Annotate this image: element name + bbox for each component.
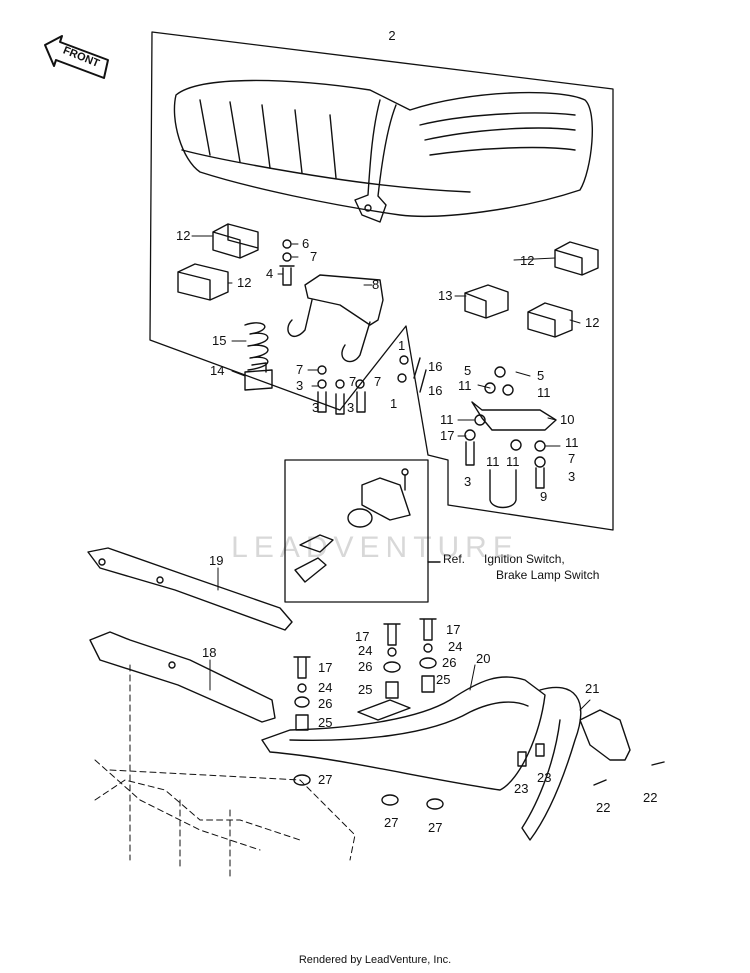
callout: 17	[440, 428, 454, 443]
spring-parts	[244, 322, 273, 391]
callout: 18	[202, 645, 216, 660]
callout: 11	[486, 454, 500, 469]
callout: 7	[349, 374, 356, 389]
callout: 27	[384, 815, 398, 830]
callout: 6	[302, 236, 309, 251]
callout: 4	[266, 266, 273, 281]
callout: 15	[212, 333, 226, 348]
callout: 24	[358, 643, 372, 658]
callout: 7	[568, 451, 575, 466]
callout: 7	[374, 374, 381, 389]
callout-numbers: 2 12 6 7 4 12 8 12 13 12 15 14 7 3 3 7 3…	[176, 28, 657, 835]
footer-credit: Rendered by LeadVenture, Inc.	[298, 954, 452, 966]
callout: 11	[440, 412, 454, 427]
watermark: LEADVENTURE	[231, 531, 519, 564]
callout: 17	[355, 629, 369, 644]
callout: 22	[643, 790, 657, 805]
callout: 9	[540, 489, 547, 504]
callout: 3	[347, 400, 354, 415]
callout: 12	[585, 315, 599, 330]
callout: 17	[446, 622, 460, 637]
callout: 11	[537, 385, 551, 400]
ignition-switch-inset	[284, 459, 429, 603]
callout: 16	[428, 383, 442, 398]
callout: 1	[398, 338, 405, 353]
callout: 7	[310, 249, 317, 264]
frame-outline-dashed	[94, 664, 356, 881]
assembly-frame	[149, 31, 614, 531]
callout: 27	[318, 772, 332, 787]
callout: 17	[318, 660, 332, 675]
callout: 16	[428, 359, 442, 374]
callout: 24	[318, 680, 332, 695]
callout: 27	[428, 820, 442, 835]
callout: 19	[209, 553, 223, 568]
callout: 22	[596, 800, 610, 815]
seat-damper-parts	[177, 223, 599, 338]
callout: 26	[318, 696, 332, 711]
callout: 25	[358, 682, 372, 697]
callout: 21	[585, 681, 599, 696]
callout: 25	[318, 715, 332, 730]
callout: 23	[514, 781, 528, 796]
callout: 3	[568, 469, 575, 484]
callout: 26	[358, 659, 372, 674]
callout: 5	[464, 363, 471, 378]
leader-lines	[191, 235, 591, 711]
callout: 24	[448, 639, 462, 654]
callout: 12	[237, 275, 251, 290]
fastener-parts	[279, 239, 557, 509]
callout: 12	[176, 228, 190, 243]
callout: 3	[464, 474, 471, 489]
rear-fender-parts	[261, 676, 665, 841]
callout: 2	[388, 28, 395, 43]
callout: 3	[312, 400, 319, 415]
callout: 5	[537, 368, 544, 383]
seat-hinge-bracket	[287, 274, 384, 363]
callout: 23	[537, 770, 551, 785]
front-arrow-icon: FRONT	[44, 35, 109, 79]
callout: 13	[438, 288, 452, 303]
callout: 1	[390, 396, 397, 411]
callout: 14	[210, 363, 224, 378]
callout: 8	[372, 277, 379, 292]
reference-line-2: Brake Lamp Switch	[496, 568, 599, 582]
front-label: FRONT	[61, 45, 101, 70]
callout: 12	[520, 253, 534, 268]
callout: 25	[436, 672, 450, 687]
callout: 26	[442, 655, 456, 670]
fender-fastener-parts	[293, 618, 444, 810]
callout: 7	[296, 362, 303, 377]
callout: 20	[476, 651, 490, 666]
callout: 11	[506, 454, 520, 469]
reference-prefix: Ref.	[443, 552, 465, 566]
callout: 11	[565, 435, 579, 450]
reference-note: Ref. Ignition Switch, Brake Lamp Switch	[443, 552, 599, 582]
reference-line-1: Ignition Switch,	[484, 552, 565, 566]
callout: 10	[560, 412, 574, 427]
callout: 11	[458, 378, 472, 393]
callout: 3	[296, 378, 303, 393]
seat-illustration	[173, 79, 594, 223]
rail-parts	[87, 547, 293, 723]
